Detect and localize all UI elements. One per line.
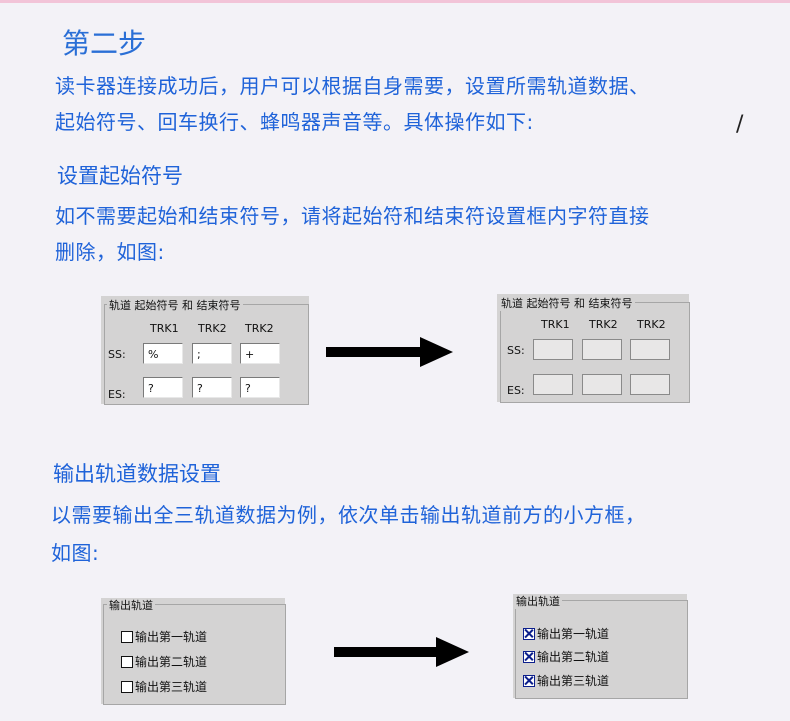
output-track-1-checkbox[interactable]: 输出第一轨道 <box>121 628 207 645</box>
col-trk2: TRK2 <box>589 318 618 331</box>
group-label: 轨道 起始符号 和 结束符号 <box>499 297 635 311</box>
step-title: 第二步 <box>62 27 147 60</box>
checkbox-unchecked-icon[interactable] <box>121 630 133 643</box>
output-track-3-label: 输出第三轨道 <box>135 680 208 694</box>
arrow-right-icon <box>326 337 453 367</box>
ss-trk1-input[interactable] <box>533 339 573 360</box>
start-end-panel-before: 轨道 起始符号 和 结束符号 TRK1 TRK2 TRK2 SS: % ; + … <box>101 296 309 405</box>
group-label: 轨道 起始符号 和 结束符号 <box>107 299 243 313</box>
es-trk3-input[interactable]: ? <box>240 377 280 398</box>
es-trk1-input[interactable]: ? <box>143 377 183 398</box>
ss-trk2-input[interactable]: ; <box>192 343 232 364</box>
es-trk2-input[interactable]: ? <box>192 377 232 398</box>
section-output-line-1: 以需要输出全三轨道数据为例，依次单击输出轨道前方的小方框， <box>51 503 646 527</box>
intro-line-2: 起始符号、回车换行、蜂鸣器声音等。具体操作如下: <box>55 110 534 134</box>
group-label: 输出轨道 <box>107 599 155 613</box>
ss-label: SS: <box>507 344 525 357</box>
section-start-line-2: 删除，如图: <box>55 240 165 264</box>
checkbox-checked-icon[interactable] <box>523 674 535 687</box>
output-track-2-label: 输出第二轨道 <box>537 650 610 664</box>
group-frame <box>515 600 688 699</box>
section-output-heading: 输出轨道数据设置 <box>53 462 221 486</box>
es-trk3-input[interactable] <box>630 374 670 395</box>
output-track-2-checkbox[interactable]: 输出第二轨道 <box>121 653 207 670</box>
col-trk3: TRK2 <box>245 322 274 335</box>
col-trk1: TRK1 <box>541 318 570 331</box>
ss-trk3-input[interactable]: + <box>240 343 280 364</box>
group-label: 输出轨道 <box>514 595 562 609</box>
output-track-1-label: 输出第一轨道 <box>135 630 208 644</box>
output-panel-before: 输出轨道 输出第一轨道 输出第二轨道 输出第三轨道 <box>101 598 286 705</box>
es-trk1-input[interactable] <box>533 374 573 395</box>
col-trk3: TRK2 <box>637 318 666 331</box>
col-trk1: TRK1 <box>150 322 179 335</box>
intro-line-1: 读卡器连接成功后，用户可以根据自身需要，设置所需轨道数据、 <box>55 74 650 98</box>
output-track-3-checkbox[interactable]: 输出第三轨道 <box>121 678 207 695</box>
section-output-line-2: 如图: <box>51 541 100 565</box>
output-panel-after: 输出轨道 输出第一轨道 输出第二轨道 输出第三轨道 <box>513 594 688 699</box>
col-trk2: TRK2 <box>198 322 227 335</box>
checkbox-checked-icon[interactable] <box>523 650 535 663</box>
section-start-line-1: 如不需要起始和结束符号，请将起始符和结束符设置框内字符直接 <box>55 204 650 228</box>
output-track-2-label: 输出第二轨道 <box>135 655 208 669</box>
group-frame <box>103 604 286 705</box>
output-track-3-checkbox[interactable]: 输出第三轨道 <box>523 672 609 689</box>
section-start-heading: 设置起始符号 <box>57 164 183 188</box>
es-trk2-input[interactable] <box>582 374 622 395</box>
output-track-3-label: 输出第三轨道 <box>537 674 610 688</box>
output-track-1-label: 输出第一轨道 <box>537 627 610 641</box>
ss-trk3-input[interactable] <box>630 339 670 360</box>
start-end-panel-after: 轨道 起始符号 和 结束符号 TRK1 TRK2 TRK2 SS: ES: <box>497 294 690 403</box>
ss-trk2-input[interactable] <box>582 339 622 360</box>
output-track-2-checkbox[interactable]: 输出第二轨道 <box>523 648 609 665</box>
arrow-right-icon <box>334 637 469 667</box>
es-label: ES: <box>507 384 525 397</box>
checkbox-unchecked-icon[interactable] <box>121 655 133 668</box>
checkbox-unchecked-icon[interactable] <box>121 680 133 693</box>
top-accent-line <box>0 0 790 3</box>
ss-label: SS: <box>108 348 126 361</box>
checkbox-checked-icon[interactable] <box>523 627 535 640</box>
es-label: ES: <box>108 388 126 401</box>
ss-trk1-input[interactable]: % <box>143 343 183 364</box>
slash-mark: / <box>736 112 744 137</box>
output-track-1-checkbox[interactable]: 输出第一轨道 <box>523 625 609 642</box>
